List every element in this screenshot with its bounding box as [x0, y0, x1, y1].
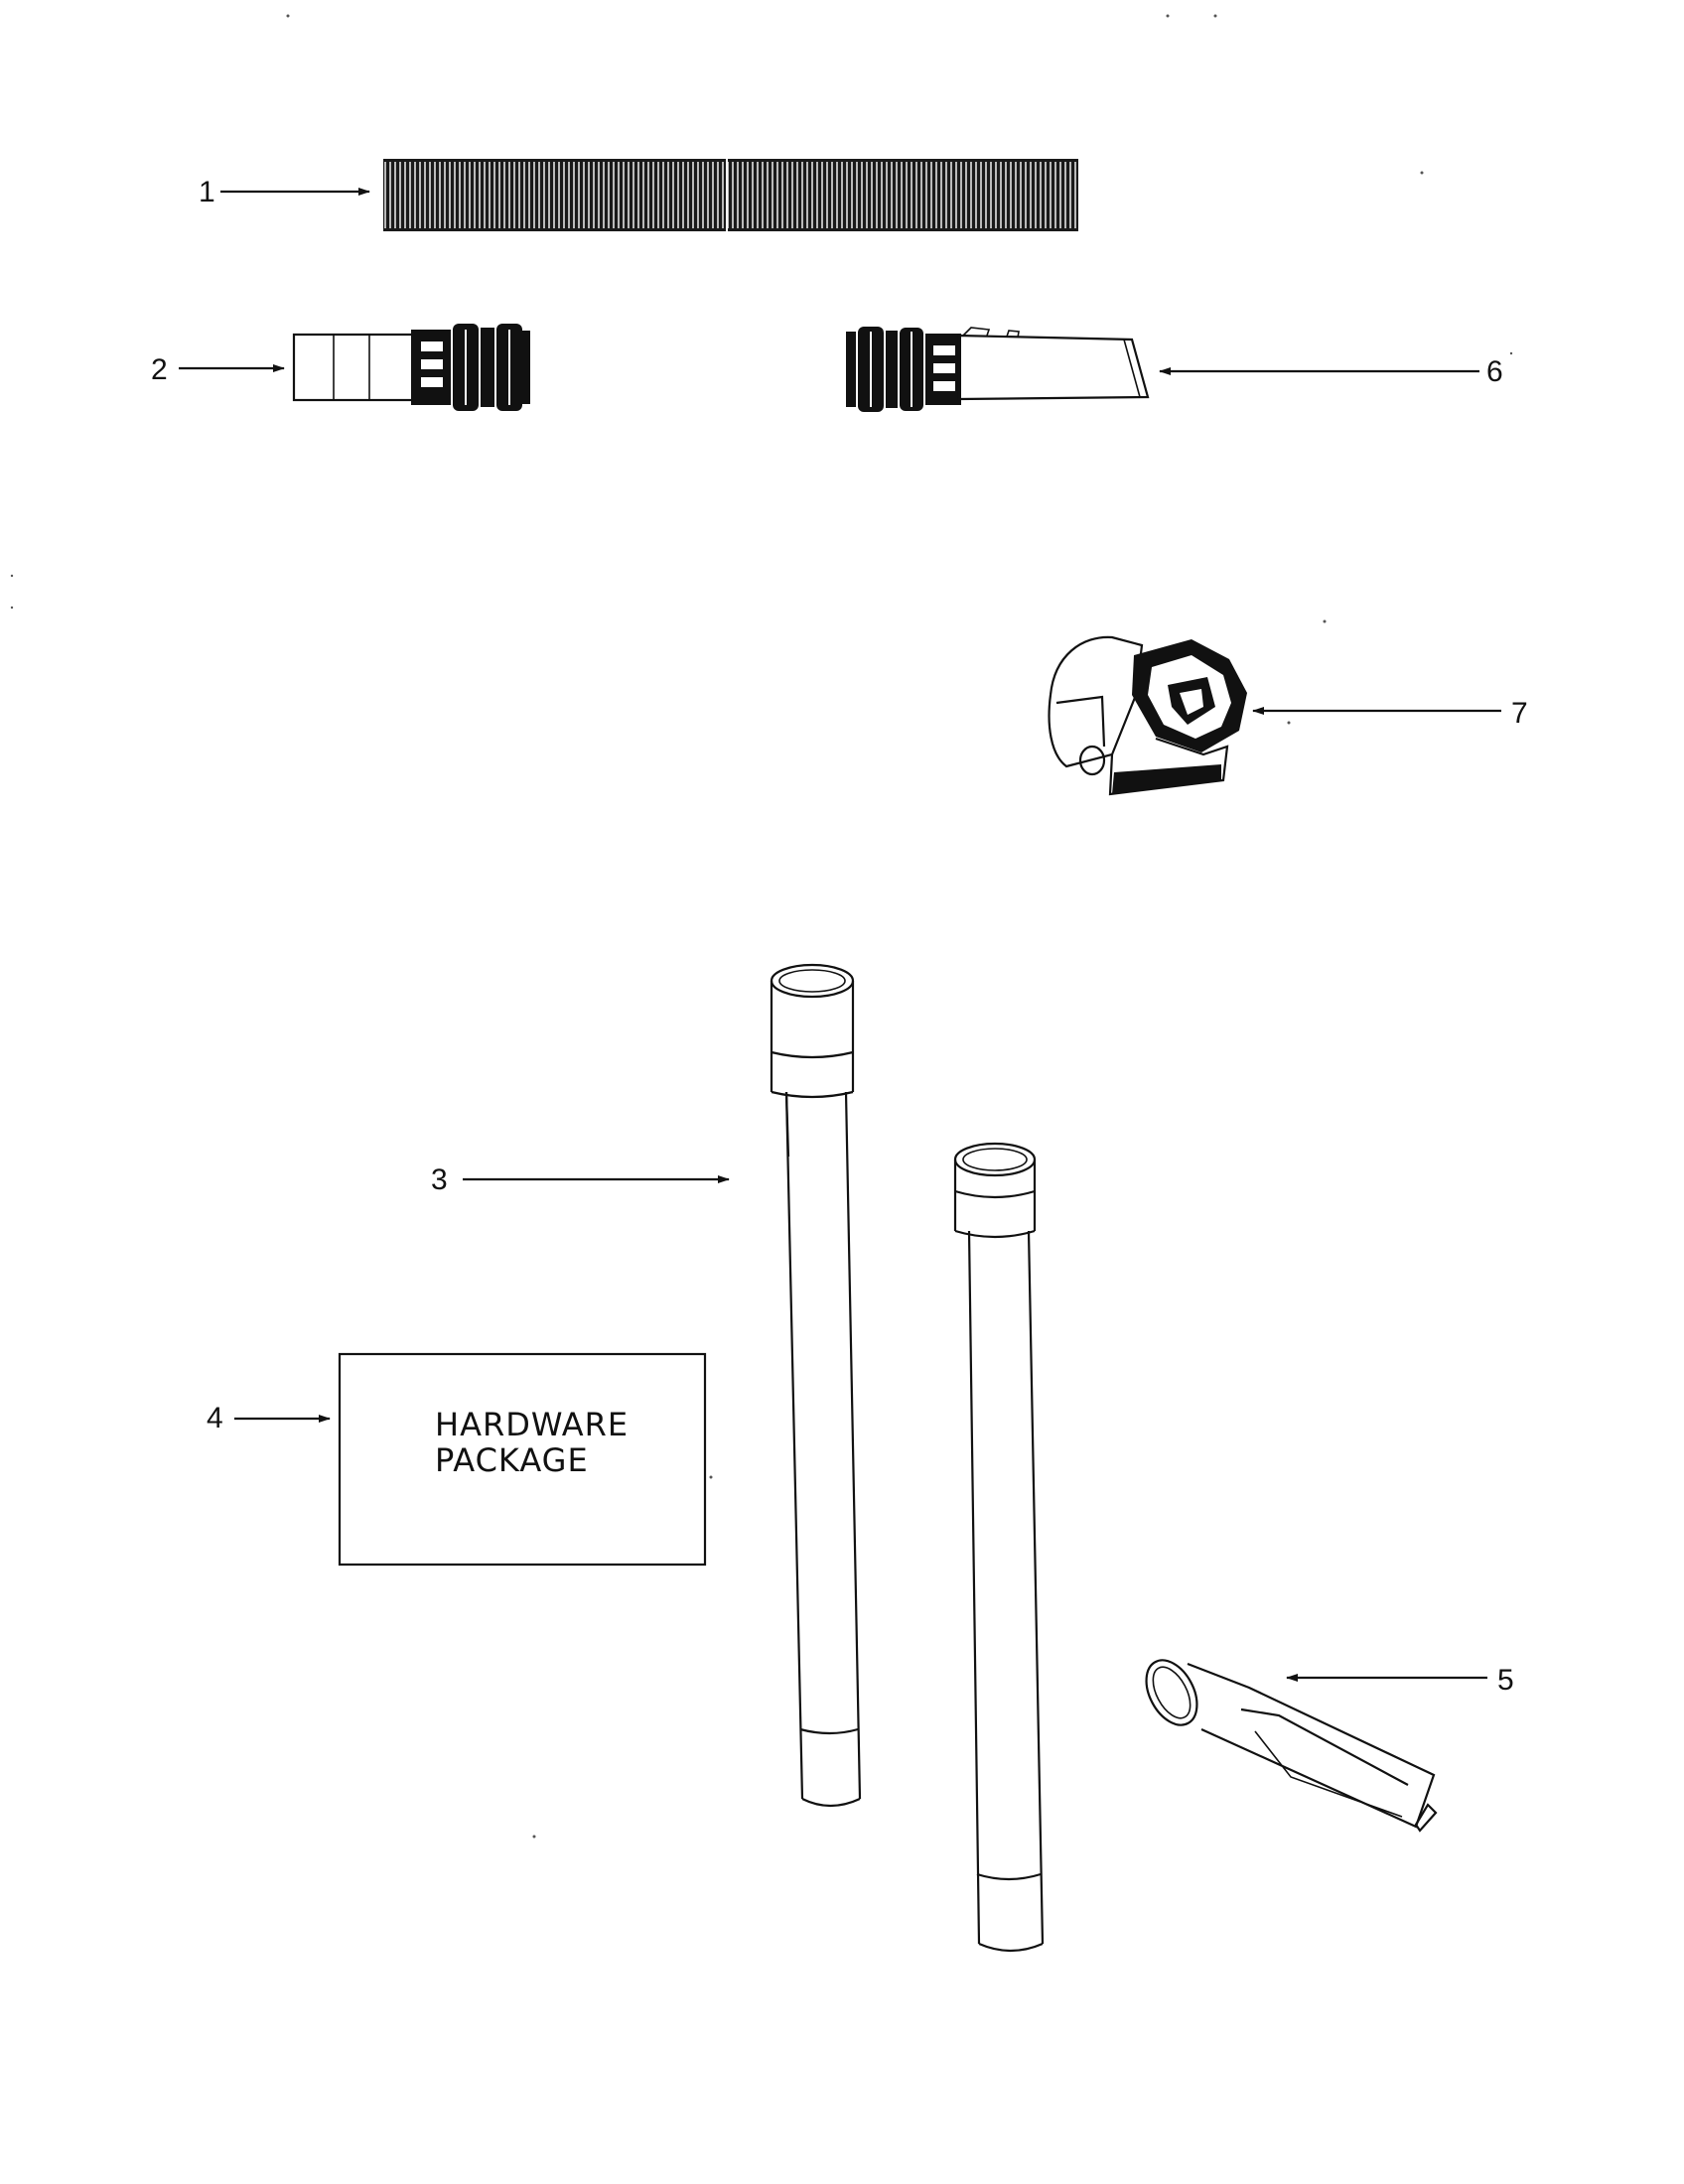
part-7-callout: 7	[1252, 697, 1528, 730]
hardware-package-box: HARDWARE PACKAGE	[338, 1352, 707, 1567]
extension-wands-icon	[770, 963, 1045, 1953]
part-1-number: 1	[199, 176, 215, 208]
part-3-number: 3	[431, 1163, 448, 1196]
part-6-callout: 6	[1159, 355, 1503, 388]
corrugated-hose-icon	[383, 157, 1078, 233]
hose-coupling-icon	[292, 324, 530, 411]
part-1-callout: 1	[199, 176, 370, 208]
part-5-number: 5	[1497, 1664, 1514, 1697]
scan-specks	[10, 14, 1513, 1839]
hardware-package-label-line1: HARDWARE	[435, 1406, 629, 1443]
wand-b	[953, 1142, 1045, 1953]
utility-nozzle-icon	[846, 327, 1150, 412]
wand-a	[770, 963, 862, 1808]
brush-nozzle-icon	[1048, 635, 1247, 796]
part-4-number: 4	[207, 1402, 223, 1434]
part-5-callout: 5	[1286, 1664, 1514, 1697]
crevice-tool-icon	[1145, 1659, 1438, 1833]
hardware-package-label-line2: PACKAGE	[435, 1441, 589, 1479]
part-6-number: 6	[1486, 355, 1503, 388]
part-4-callout: 4	[207, 1402, 331, 1434]
part-7-number: 7	[1511, 697, 1528, 730]
part-2-number: 2	[151, 353, 168, 386]
part-2-callout: 2	[151, 353, 285, 386]
part-3-callout: 3	[431, 1163, 730, 1196]
